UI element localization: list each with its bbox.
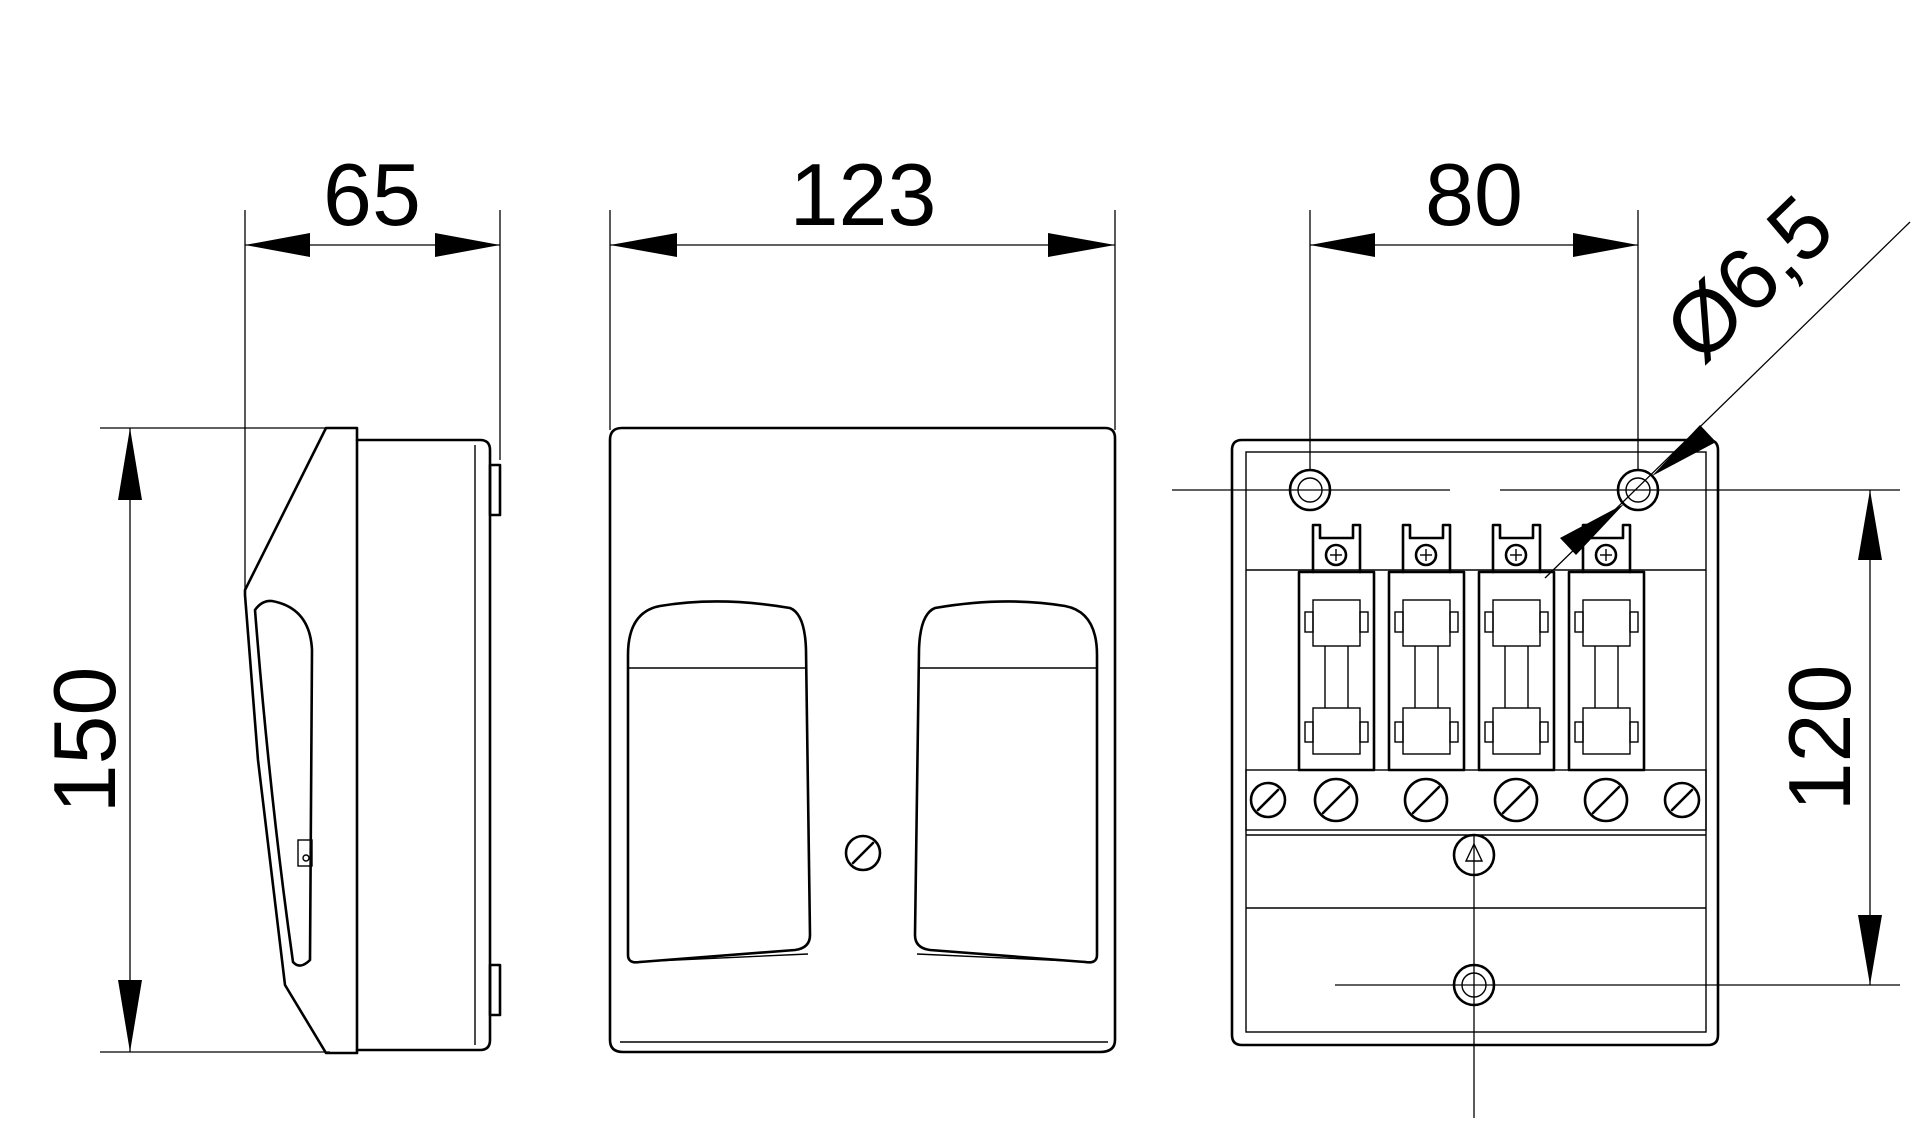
dimension-label-65: 65 bbox=[323, 145, 421, 244]
dimension-label-150: 150 bbox=[35, 667, 134, 814]
dimension-hole-diameter: Ø6,5 bbox=[1544, 176, 1911, 579]
terminal-screw-2 bbox=[1313, 777, 1359, 823]
construction-lines bbox=[100, 210, 1900, 1118]
dimension-label-80: 80 bbox=[1425, 145, 1523, 244]
dimension-150: 150 bbox=[35, 428, 142, 1052]
front-window-left bbox=[626, 600, 812, 964]
front-window-left-base bbox=[631, 953, 809, 963]
terminal-bar bbox=[1245, 769, 1707, 831]
terminal-screw-5 bbox=[1583, 777, 1629, 823]
terminal-screw-4 bbox=[1493, 777, 1539, 823]
front-window-right bbox=[913, 600, 1099, 964]
fuse-holder-1 bbox=[1297, 523, 1376, 772]
dimension-123: 123 bbox=[610, 145, 1115, 257]
interior-inner-frame bbox=[1245, 451, 1707, 1033]
dimension-80: 80 bbox=[1310, 145, 1638, 257]
side-rear-mount-bottom bbox=[488, 963, 502, 1017]
dimension-120: 120 bbox=[1770, 490, 1882, 985]
terminal-screw-6 bbox=[1663, 781, 1701, 819]
fuse-holder-3 bbox=[1477, 523, 1556, 772]
fuse-holder-4 bbox=[1567, 523, 1646, 772]
interior-outer-frame bbox=[1230, 438, 1720, 1047]
terminal-screw-1 bbox=[1249, 781, 1287, 819]
front-cover-screw-slot bbox=[851, 841, 875, 865]
side-front-cover bbox=[243, 426, 359, 1055]
side-rear-mount-top bbox=[488, 463, 502, 517]
dimension-65: 65 bbox=[245, 145, 500, 257]
front-cover-outline bbox=[608, 426, 1117, 1054]
side-cover-recess bbox=[253, 599, 314, 967]
front-window-right-base bbox=[916, 953, 1094, 963]
interior-view bbox=[1230, 438, 1720, 1047]
side-latch-pin bbox=[302, 854, 310, 862]
side-latch bbox=[297, 839, 313, 867]
front-view bbox=[608, 426, 1117, 1054]
dimension-label-diameter: Ø6,5 bbox=[1646, 176, 1852, 380]
side-view bbox=[243, 426, 502, 1055]
fuse-holder-2 bbox=[1387, 523, 1466, 772]
dimension-label-123: 123 bbox=[790, 145, 937, 244]
dimension-label-120: 120 bbox=[1770, 665, 1869, 812]
terminal-screw-3 bbox=[1403, 777, 1449, 823]
side-body bbox=[355, 438, 492, 1052]
front-cover-screw bbox=[844, 834, 882, 872]
